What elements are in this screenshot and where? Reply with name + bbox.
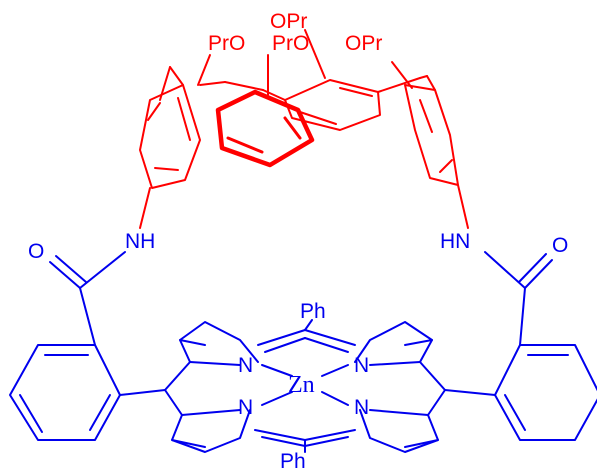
label-ph-top: Ph [300, 300, 326, 323]
label-n-top-left: N [238, 354, 253, 377]
left-phenyl-ring [9, 344, 121, 441]
label-n-top-right: N [354, 354, 369, 377]
label-n-bottom-right: N [354, 396, 369, 419]
label-hn-right: HN [440, 230, 470, 253]
calix-left-ring [139, 84, 201, 189]
label-nh-left: NH [125, 230, 155, 253]
label-pro-middle: PrO [272, 32, 309, 55]
label-n-bottom-left: N [238, 396, 253, 419]
label-zn: Zn [288, 372, 315, 398]
calixarene-group [139, 29, 469, 229]
calix-front-ring [215, 89, 315, 168]
calix-right-ring [404, 84, 459, 186]
label-opr-right: OPr [345, 32, 382, 55]
label-pro-left: PrO [208, 32, 245, 55]
label-o-left: O [28, 240, 44, 263]
porphyrin-group [9, 251, 597, 453]
label-ph-bottom: Ph [280, 450, 306, 470]
label-o-right: O [552, 234, 568, 257]
calix-back-ring [284, 79, 381, 131]
right-phenyl-ring [494, 344, 597, 441]
label-opr-top: OPr [270, 10, 307, 33]
